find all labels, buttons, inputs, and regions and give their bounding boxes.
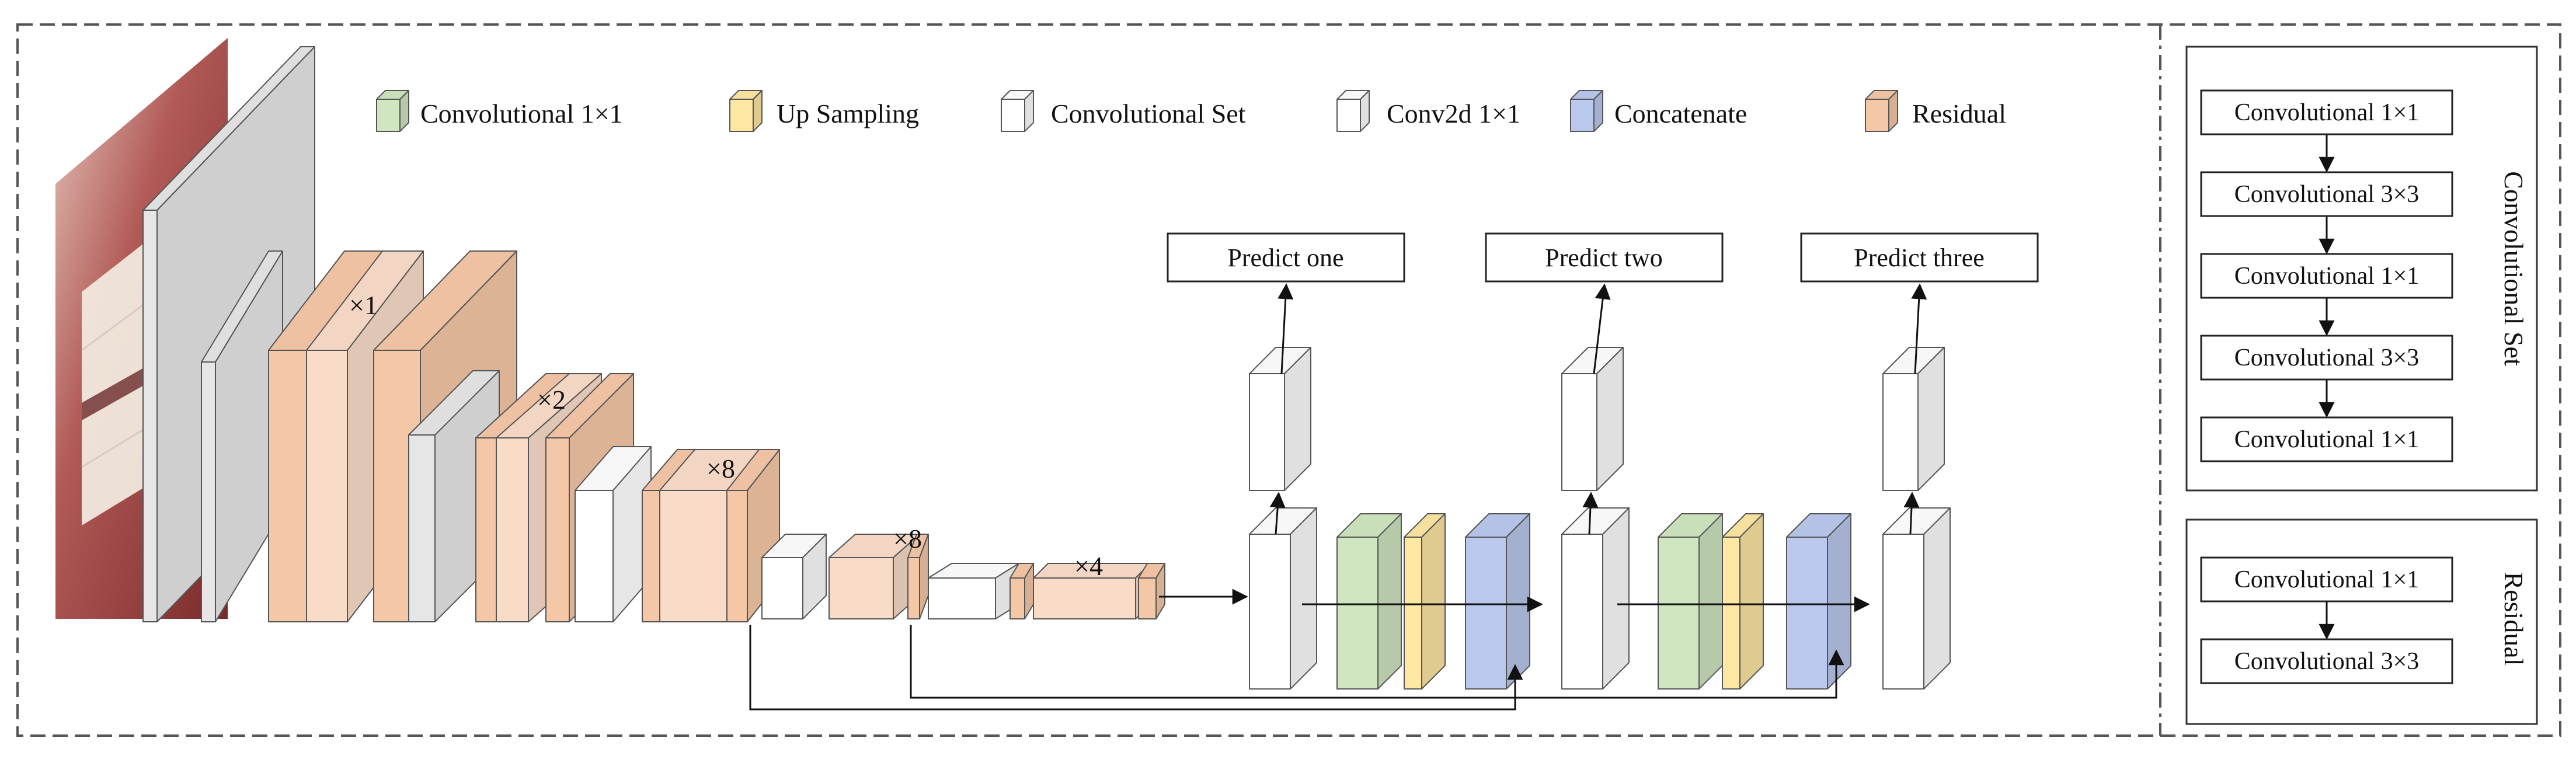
residual-item-label: Convolutional 1×1 [2234,566,2420,593]
legend-swatch-convset [1001,90,1034,132]
predict-three-label: Predict three [1854,243,1985,272]
head1-concat-box [1465,513,1530,690]
head1-conv1x1-box [1336,513,1402,690]
head1-upsampling-box [1404,513,1446,690]
backbone-conv-box-5 [928,563,1019,619]
legend: Convolutional 1×1 Up Sampling Convolutio… [376,90,2006,132]
arrow-head2-predict [1593,283,1611,374]
head3-convset-box [1882,507,1951,690]
multiplier-x2: ×2 [537,385,566,415]
legend-label-convset: Convolutional Set [1051,99,1246,128]
convset-item: Convolutional 3×3 [2200,171,2453,217]
head3-conv2d-box [1882,347,1945,491]
legend-swatches [376,90,1898,132]
head2-concat-box [1786,513,1851,690]
convset-item: Convolutional 1×1 [2200,416,2453,462]
connection-arrows [749,283,1927,711]
convset-item-label: Convolutional 1×1 [2234,263,2420,290]
predict-one-box: Predict one [1167,232,1405,283]
head1-convset-box [1249,507,1317,690]
backbone-conv-slab-1 [201,250,283,622]
predict-two-box: Predict two [1485,232,1724,283]
head2-conv1x1-box [1658,513,1723,690]
legend-label-concat: Concatenate [1614,99,1747,128]
residual-item: Convolutional 3×3 [2200,638,2453,684]
convset-panel-title: Convolutional Set [2499,171,2529,366]
legend-label-conv1x1: Convolutional 1×1 [420,99,623,128]
legend-swatch-conv1x1 [376,90,409,132]
residual-item: Convolutional 1×1 [2200,556,2453,603]
skip-connection-1 [749,625,1523,711]
skip-connection-2 [910,625,1844,699]
legend-swatch-upsampling [729,90,763,132]
legend-label-conv2d: Conv2d 1×1 [1387,99,1520,128]
arrow-head2-up [1582,492,1599,535]
multiplier-x4: ×4 [1074,551,1103,581]
convset-item: Convolutional 1×1 [2200,253,2453,299]
legend-label-residual: Residual [1912,99,2006,128]
legend-label-upsampling: Up Sampling [777,99,919,128]
convset-item-label: Convolutional 3×3 [2234,344,2420,371]
head2-convset-box [1561,507,1630,690]
legend-swatch-concat [1570,90,1603,132]
legend-swatch-residual [1865,90,1898,132]
convset-item: Convolutional 1×1 [2200,89,2453,135]
head1-conv2d-box [1249,347,1311,491]
arrow-head3-predict [1911,283,1927,374]
convset-item-label: Convolutional 1×1 [2234,99,2420,126]
outer-dashed-frame [16,23,2561,737]
predict-three-box: Predict three [1800,232,2039,283]
convset-item: Convolutional 3×3 [2200,335,2453,381]
head2-conv2d-box [1561,347,1624,491]
multiplier-x1: ×1 [349,290,378,320]
arrow-head1-predict [1277,283,1294,374]
backbone-conv-box-4 [761,534,827,619]
backbone-residual-4b [907,534,929,619]
predict-two-label: Predict two [1545,243,1663,272]
convset-item-label: Convolutional 1×1 [2234,426,2420,453]
backbone-residual-5a [1009,563,1034,619]
residual-item-label: Convolutional 3×3 [2234,648,2420,675]
arrow-head1-up [1269,492,1286,535]
convset-item-label: Convolutional 3×3 [2234,181,2420,208]
backbone-residual-5c [1138,563,1165,619]
multiplier-x8-a: ×8 [706,454,735,483]
arrow-head3-up [1903,492,1920,535]
residual-panel-title: Residual [2499,572,2529,666]
head2-upsampling-box [1722,513,1764,690]
predict-one-label: Predict one [1227,243,1343,272]
multiplier-x8-b: ×8 [893,524,922,553]
network-blocks [142,46,1951,690]
backbone-conv-slab-3 [575,446,652,622]
legend-swatch-conv2d [1336,90,1370,132]
